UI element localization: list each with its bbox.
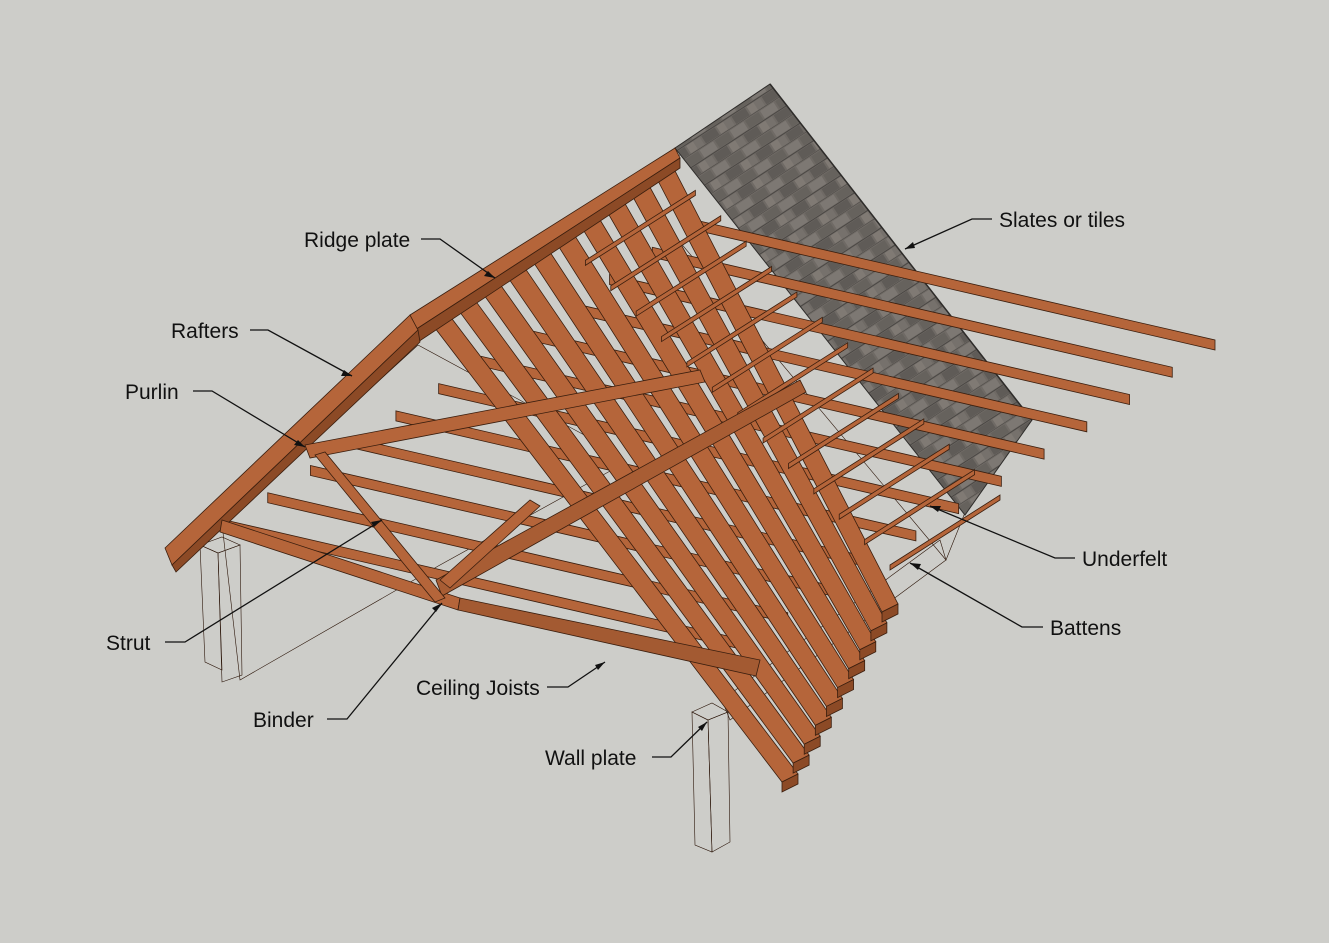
rafter-end [870,622,888,642]
batten [711,316,823,394]
ridge-plate [409,147,681,343]
batten [838,443,950,520]
rafter-end [826,697,843,718]
labels: Ridge plate Rafters Purlin Strut Binder … [106,209,1167,770]
leader-underfelt [929,505,1075,559]
binder [435,379,807,597]
rafter-end [837,678,854,699]
rafter-end [859,641,877,661]
batten [762,367,874,444]
label-ridge-plate: Ridge plate [304,229,410,252]
left-brick-pier [199,536,243,683]
label-rafters: Rafters [171,320,239,343]
batten [584,189,696,267]
rafter-end [781,773,799,793]
label-underfelt: Underfelt [1082,548,1167,571]
batten [635,240,747,317]
batten [661,265,772,343]
label-binder: Binder [253,709,314,732]
leader-lines [165,218,1075,758]
leader-ridge-plate [421,238,496,279]
label-strut: Strut [106,632,151,655]
leader-strut [165,519,383,643]
label-ceiling-joists: Ceiling Joists [416,677,540,700]
leader-slates [904,218,992,250]
leader-purlin [193,390,306,448]
batten [864,468,976,546]
leader-battens [909,562,1043,628]
rafter-end [814,716,832,736]
rafter-end [803,735,821,755]
leader-binder [327,602,443,720]
leader-rafters [250,329,353,377]
rafter-end [848,660,866,680]
leader-ceiling-joists [547,661,606,688]
gable-end-rafter [164,314,421,573]
label-purlin: Purlin [125,381,179,404]
batten [788,392,899,470]
rafter-end [792,754,810,774]
batten [610,215,722,292]
label-battens: Battens [1050,617,1121,640]
label-slates-or-tiles: Slates or tiles [999,209,1125,232]
right-brick-pier [691,702,731,853]
label-wall-plate: Wall plate [545,747,636,770]
batten [889,494,1001,571]
leader-wall-plate [652,721,708,758]
batten [686,291,798,368]
wall-plate [219,519,761,677]
batten [813,418,925,495]
struts [314,451,541,603]
purlin [304,369,706,459]
rafter-end [881,603,899,623]
